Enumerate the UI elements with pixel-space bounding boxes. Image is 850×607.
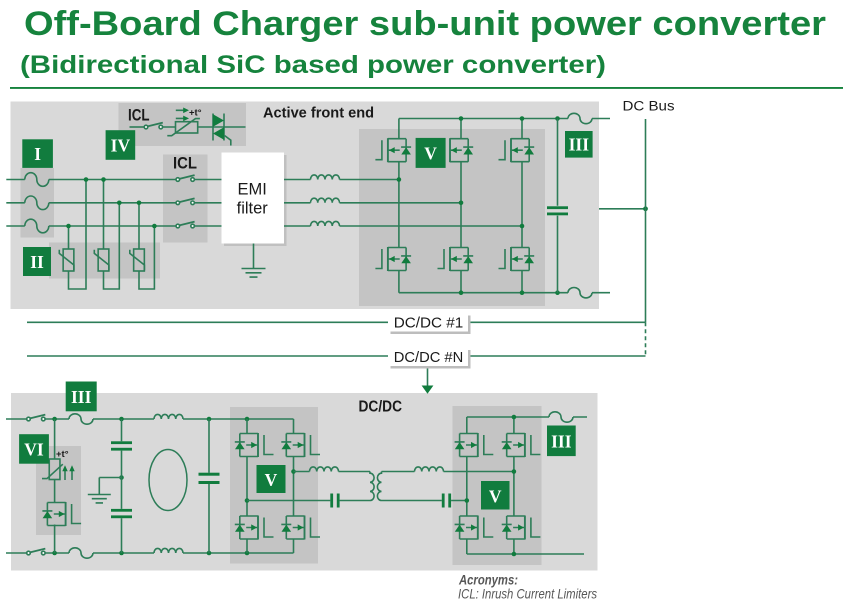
svg-text:V: V [265, 470, 278, 490]
svg-text:filter: filter [237, 200, 269, 218]
svg-text:ICL: Inrush Current Limiters: ICL: Inrush Current Limiters [458, 586, 597, 602]
svg-text:DC/DC #N: DC/DC #N [394, 350, 464, 366]
svg-text:II: II [30, 252, 44, 272]
svg-text:ICL: ICL [128, 106, 150, 125]
svg-text:+t°: +t° [56, 449, 69, 460]
svg-text:Active front end: Active front end [263, 106, 374, 122]
svg-text:III: III [71, 387, 92, 407]
svg-text:V: V [424, 144, 437, 164]
svg-text:ICL: ICL [173, 154, 197, 173]
svg-text:(Bidirectional SiC based power: (Bidirectional SiC based power converter… [20, 51, 606, 79]
svg-text:V: V [489, 487, 502, 507]
svg-text:DC Bus: DC Bus [623, 99, 675, 115]
svg-text:DC/DC: DC/DC [359, 399, 403, 416]
svg-text:I: I [34, 144, 41, 164]
svg-text:Off-Board Charger sub-unit pow: Off-Board Charger sub-unit power convert… [24, 5, 826, 43]
svg-text:IV: IV [111, 136, 131, 156]
svg-text:VI: VI [24, 440, 44, 460]
svg-text:+t°: +t° [189, 108, 202, 119]
svg-text:III: III [551, 432, 572, 452]
svg-text:EMI: EMI [238, 181, 267, 199]
svg-text:Acronyms:: Acronyms: [458, 572, 518, 588]
svg-text:DC/DC #1: DC/DC #1 [394, 316, 464, 332]
svg-text:III: III [569, 135, 590, 155]
